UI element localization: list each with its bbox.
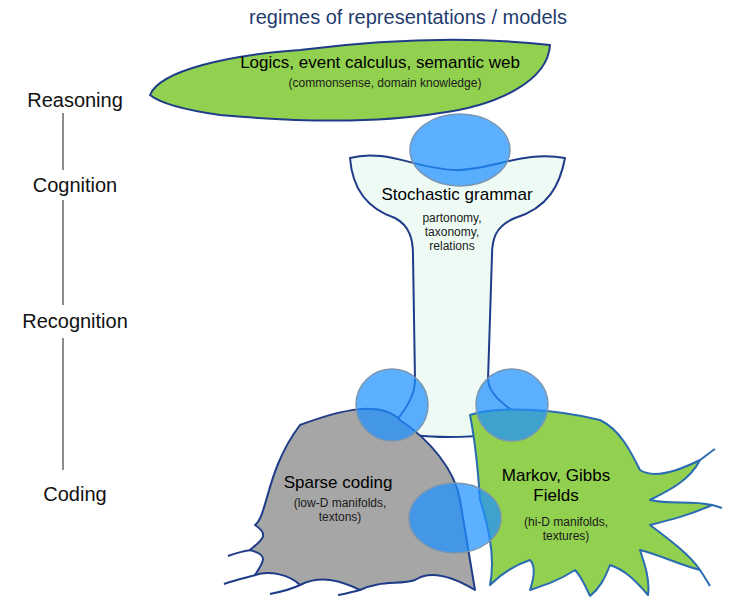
level-label: Reasoning xyxy=(0,89,150,112)
node-heading: Logics, event calculus, semantic web xyxy=(215,53,545,73)
root-tendril xyxy=(270,585,300,594)
node-shape xyxy=(150,40,550,120)
node-subtext: (low-D manifolds, textons) xyxy=(285,497,395,525)
root-tendril xyxy=(338,590,360,595)
node-subtext: partonomy, taxonomy, relations xyxy=(416,212,488,253)
level-label: Coding xyxy=(0,483,150,506)
root-tendril xyxy=(700,449,715,460)
diagram-title: regimes of representations / models xyxy=(208,6,608,29)
node-shape xyxy=(350,155,565,437)
sparse-coding-root: Sparse coding (low-D manifolds, textons) xyxy=(220,395,485,598)
level-label: Recognition xyxy=(0,310,150,333)
node-shape xyxy=(250,409,475,590)
node-shape xyxy=(470,410,712,596)
root-tendril xyxy=(700,570,710,586)
node-subtext: (commonsense, domain knowledge) xyxy=(255,77,515,91)
axis-line xyxy=(62,200,64,305)
root-tendril xyxy=(712,505,722,508)
root-tendril xyxy=(224,575,256,584)
axis-line xyxy=(62,338,64,470)
junction-circle xyxy=(476,369,548,441)
axis-line xyxy=(62,113,64,170)
junction-circle xyxy=(410,114,510,186)
node-heading: Sparse coding xyxy=(268,473,408,493)
node-heading: Stochastic grammar xyxy=(357,185,557,205)
grammar-trunk: Stochastic grammar partonomy, taxonomy, r… xyxy=(345,145,570,445)
junction-circle xyxy=(356,369,428,441)
junction-circle xyxy=(409,483,501,553)
level-label: Cognition xyxy=(0,174,150,197)
root-tendril xyxy=(228,550,252,556)
markov-gibbs-root: Markov, Gibbs Fields (hi-D manifolds, tex… xyxy=(465,400,720,598)
node-subtext: (hi-D manifolds, textures) xyxy=(516,516,616,544)
reasoning-cap: Logics, event calculus, semantic web (com… xyxy=(145,32,555,130)
node-heading: Markov, Gibbs Fields xyxy=(489,466,624,505)
node-outline xyxy=(465,400,720,598)
